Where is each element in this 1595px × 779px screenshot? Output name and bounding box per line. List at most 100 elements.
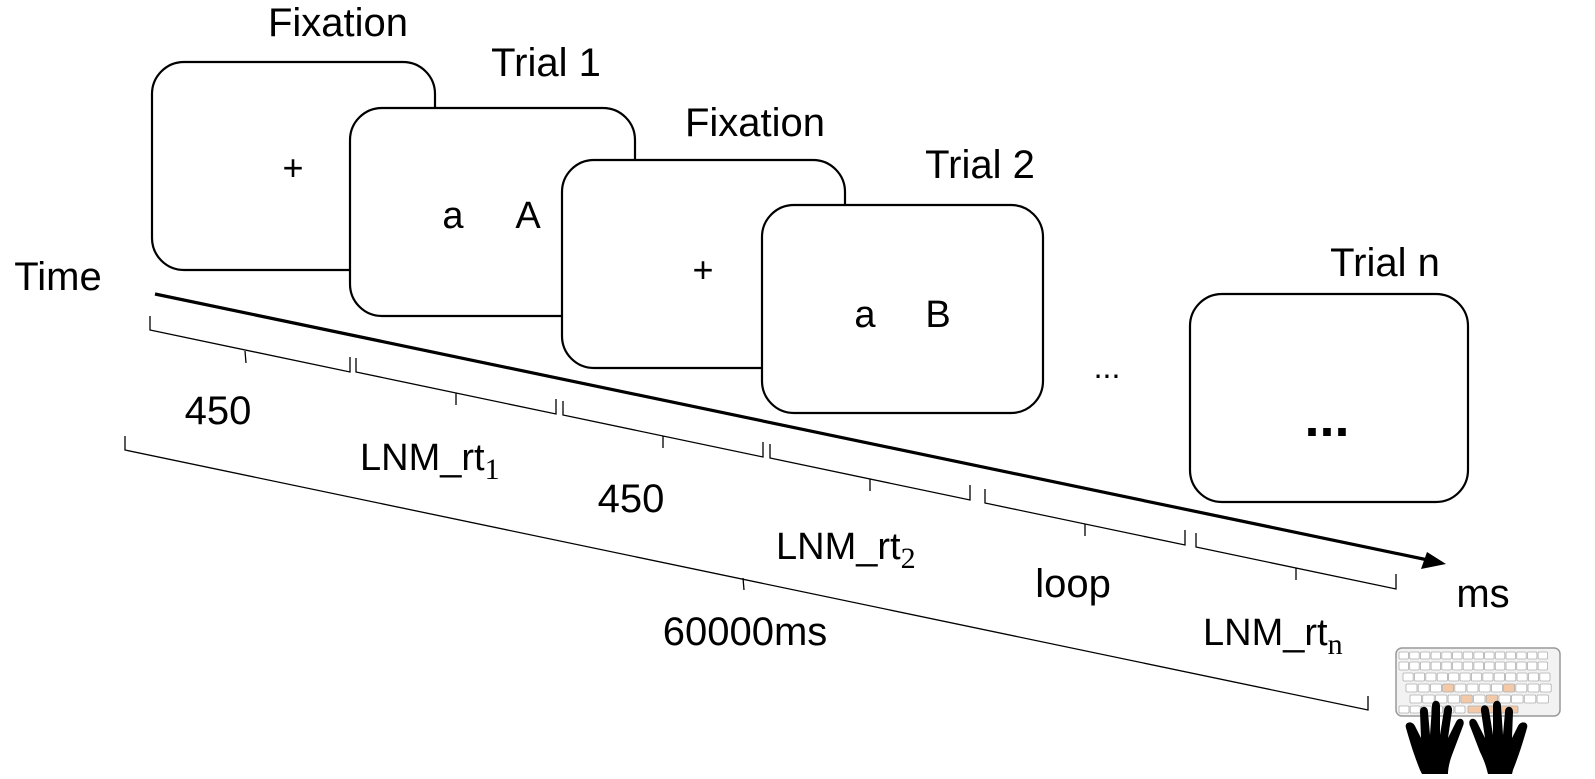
keyboard-key <box>1462 661 1474 671</box>
keyboard-key <box>1452 651 1463 660</box>
keyboard-key <box>1448 672 1460 682</box>
keyboard-key <box>1414 672 1426 682</box>
segment-label-main: LNM_rt <box>776 526 901 568</box>
segment-bracket-6 <box>1195 533 1397 590</box>
keyboard-key <box>1527 651 1538 660</box>
keyboard-key <box>1460 694 1473 704</box>
screen-title: Fixation <box>685 101 825 145</box>
bracket <box>1195 533 1397 590</box>
screen-ellipsis: ... <box>1304 388 1349 448</box>
keyboard-key <box>1511 694 1524 704</box>
bracket <box>149 316 351 373</box>
keyboard-key <box>1523 694 1537 704</box>
keyboard-keys <box>1398 651 1552 714</box>
time-axis-unit: ms <box>1456 572 1509 616</box>
keyboard-key <box>1505 651 1516 660</box>
stimulus-letter-left: a <box>854 294 876 336</box>
segment-bracket-2 <box>355 358 557 415</box>
keyboard-key <box>1409 651 1420 660</box>
keyboard-key <box>1494 651 1506 660</box>
left-hand-icon <box>1405 700 1464 774</box>
segment-label-5: loop <box>1035 562 1111 606</box>
keyboard-key <box>1447 694 1460 704</box>
screen-title: Trial 1 <box>491 41 601 85</box>
keyboard-key <box>1539 683 1552 693</box>
keyboard-key <box>1528 672 1540 682</box>
keyboard-key <box>1539 672 1551 682</box>
keyboard-key <box>1425 672 1437 682</box>
screen-title: Trial 2 <box>925 143 1035 187</box>
segment-label-3: 450 <box>598 477 665 521</box>
bracket <box>769 444 971 501</box>
screen-frame <box>760 203 1045 415</box>
keyboard-key <box>1398 651 1409 660</box>
keyboard-key <box>1484 651 1495 660</box>
keyboard-key <box>1505 661 1516 671</box>
keyboard-key <box>1430 661 1441 671</box>
segment-label-subscript: 1 <box>485 453 500 486</box>
screen-frame <box>1188 292 1470 504</box>
time-axis-arrowhead <box>1421 552 1446 569</box>
right-hand-icon <box>1469 700 1528 774</box>
keyboard-key <box>1494 661 1506 671</box>
between-ellipsis: ... <box>1094 349 1121 385</box>
keyboard-key <box>1435 694 1448 704</box>
keyboard-key <box>1473 651 1484 660</box>
fixation-cross: + <box>282 147 303 188</box>
keyboard-key <box>1459 672 1471 682</box>
screen-title: Trial n <box>1330 241 1440 285</box>
keyboard-key <box>1442 683 1454 693</box>
keyboard-key <box>1493 672 1505 682</box>
keyboard-key <box>1441 651 1452 660</box>
stimulus-letter-right: A <box>515 195 541 237</box>
keyboard-key <box>1420 651 1431 660</box>
trial-screen-2: Trial 2 a B <box>760 143 1045 415</box>
keyboard-key <box>1478 683 1491 693</box>
keyboard-with-hands-icon <box>1395 647 1561 774</box>
keyboard-key <box>1405 683 1418 693</box>
total-duration-bracket <box>124 436 1369 711</box>
segment-label-2: LNM_rt1 <box>360 437 500 486</box>
keyboard-key <box>1527 661 1538 671</box>
keyboard-key <box>1516 672 1528 682</box>
keyboard-key <box>1398 705 1410 714</box>
keyboard-key <box>1462 651 1474 660</box>
keyboard-key <box>1409 694 1422 704</box>
keyboard-key <box>1536 694 1549 704</box>
bracket <box>355 358 557 415</box>
keyboard-key <box>1409 661 1420 671</box>
keyboard-key <box>1515 683 1528 693</box>
keyboard-key <box>1537 661 1548 671</box>
keyboard-key <box>1454 705 1466 714</box>
segment-label-main: LNM_rt <box>1203 612 1328 654</box>
keyboard-key <box>1473 694 1486 704</box>
keyboard-key <box>1441 661 1452 671</box>
keyboard-key <box>1473 661 1484 671</box>
segment-bracket-5 <box>984 489 1186 546</box>
segment-label-subscript: 2 <box>901 542 916 575</box>
segment-bracket-3 <box>562 401 764 458</box>
keyboard-key <box>1516 661 1527 671</box>
keyboard-key <box>1430 683 1442 693</box>
keyboard-key <box>1484 661 1495 671</box>
keyboard-key <box>1505 672 1517 682</box>
keyboard-key <box>1436 672 1448 682</box>
keyboard-key <box>1471 672 1483 682</box>
keyboard-key <box>1398 661 1409 671</box>
keyboard-key <box>1491 683 1503 693</box>
total-duration-label: 60000ms <box>663 610 828 654</box>
keyboard-key <box>1516 651 1527 660</box>
trial-screen-n: Trial n ... <box>1188 241 1470 504</box>
keyboard-key <box>1452 661 1463 671</box>
keyboard-key <box>1430 651 1441 660</box>
segment-label-6: LNM_rtn <box>1203 612 1343 661</box>
time-axis-line <box>154 292 1429 562</box>
keyboard-key <box>1422 694 1435 704</box>
keyboard-key <box>1417 683 1430 693</box>
time-axis-label: Time <box>14 255 101 299</box>
keyboard-key <box>1527 683 1540 693</box>
stimulus-letter-left: a <box>442 195 464 237</box>
keyboard-key <box>1466 683 1479 693</box>
